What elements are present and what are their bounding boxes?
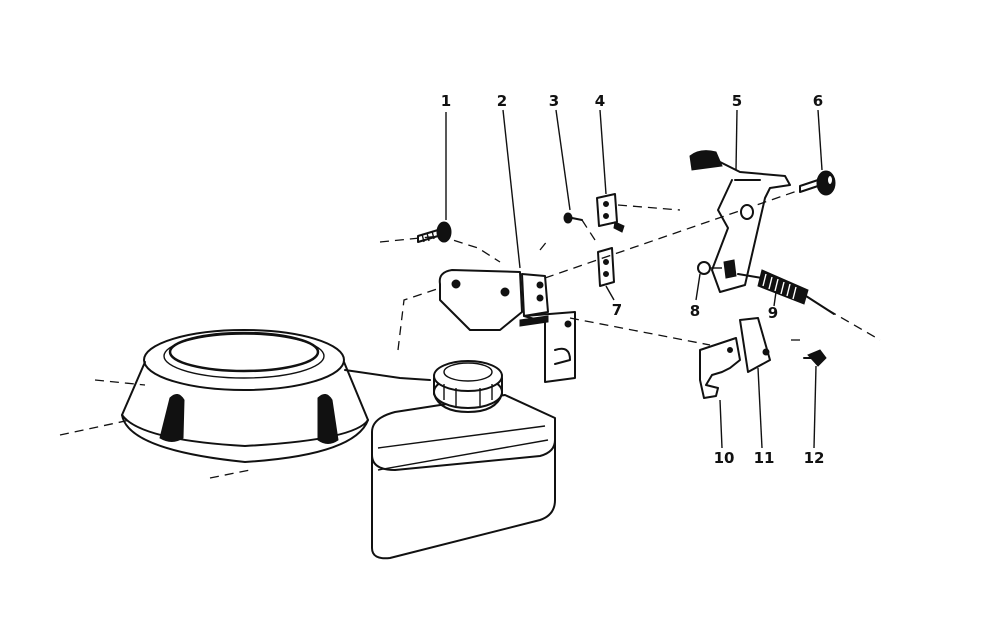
part-5-lever: [689, 109, 791, 293]
part-6-shoulder-screw: [799, 109, 836, 196]
callout-3: 3: [549, 92, 559, 110]
callout-8: 8: [690, 302, 700, 320]
callout-labels: 1 2 3 4 5 6 7 8 9 10 11 12: [441, 92, 825, 467]
callout-7: 7: [612, 301, 622, 319]
fuel-tank: [344, 369, 556, 560]
callout-10: 10: [714, 449, 735, 467]
callout-12: 12: [804, 449, 825, 467]
part-2-bracket: [438, 109, 576, 383]
part-12-screw: [803, 349, 827, 449]
callout-5: 5: [732, 92, 742, 110]
part-9-cable: [737, 269, 835, 315]
assembly-leader-lines: [379, 189, 881, 351]
part-7-link: [597, 247, 615, 301]
part-1-screw: [417, 112, 452, 243]
part-10-clamp: [699, 337, 741, 449]
callout-9: 9: [768, 304, 778, 322]
callout-4: 4: [595, 92, 605, 110]
callout-11: 11: [754, 449, 775, 467]
air-cleaner-housing: [59, 329, 369, 479]
part-8-ball: [695, 261, 722, 301]
part-11-plate: [739, 317, 771, 449]
fuel-cap: [433, 360, 503, 413]
callout-1: 1: [441, 92, 451, 110]
part-4-clip: [596, 109, 625, 233]
callout-6: 6: [813, 92, 823, 110]
callout-2: 2: [497, 92, 507, 110]
part-3-screw: [555, 109, 583, 224]
